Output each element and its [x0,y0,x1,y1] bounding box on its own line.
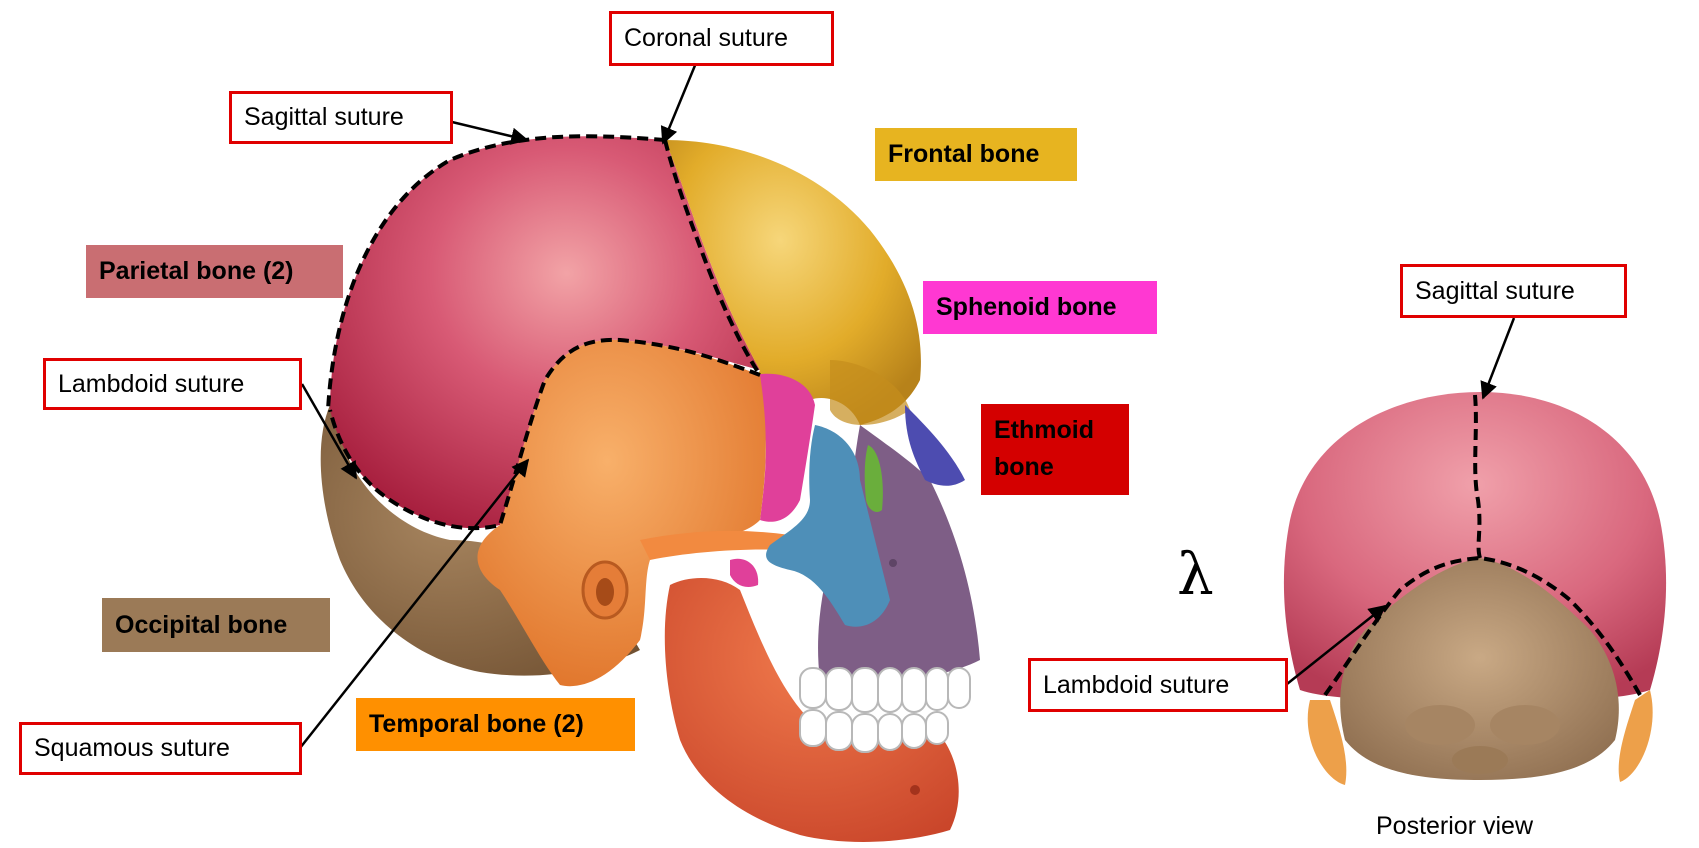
posterior-view-caption: Posterior view [1376,812,1533,840]
parietal-bone-region [330,136,760,529]
posterior-lambdoid-pointer [1286,604,1387,685]
frontal-bone-region [665,140,921,427]
temporal-bone-label: Temporal bone (2) [356,698,635,751]
pointer-lines-posterior [1286,317,1516,685]
posterior-sagittal-suture-line [1473,394,1482,559]
ethmoid-bone-region [864,445,883,512]
squamous-suture-line [328,337,761,531]
coronal-pointer [660,62,698,145]
posterior-sagittal-pointer [1480,317,1516,400]
suture-lines-posterior [1323,394,1642,697]
sagittal-pointer [451,120,529,145]
teeth [799,667,971,753]
coronal-suture-line [663,139,762,377]
suture-lines-lateral [326,134,762,531]
mandible-region [664,578,959,842]
posterior-sagittal-suture-label: Sagittal suture [1400,264,1627,318]
frontal-bone-label: Frontal bone [875,128,1077,181]
lateral-skull [299,62,980,842]
zygomatic-bone-region [766,425,890,627]
sagittal-suture-line [326,134,666,411]
sphenoid-bone-label: Sphenoid bone [923,281,1157,334]
ethmoid-bone-label: Ethmoid bone [981,404,1129,495]
lambdoid-pointer [300,383,358,480]
posterior-skull [1283,317,1667,785]
lambda-symbol: λ [1177,540,1214,608]
nasal-bone-region [905,405,965,486]
lambdoid-suture-label: Lambdoid suture [43,358,302,410]
occipital-bone-label: Occipital bone [102,598,330,652]
squamous-suture-label: Squamous suture [19,722,302,775]
squamous-pointer [299,458,530,749]
coronal-suture-label: Coronal suture [609,11,834,66]
sagittal-suture-label: Sagittal suture [229,91,453,144]
pointer-lines-lateral [299,62,698,749]
sphenoid-bone-region [755,373,815,522]
posterior-lambdoid-suture-label: Lambdoid suture [1028,658,1288,712]
temporal-bone-region [477,339,766,687]
parietal-bone-label: Parietal bone (2) [86,245,343,298]
